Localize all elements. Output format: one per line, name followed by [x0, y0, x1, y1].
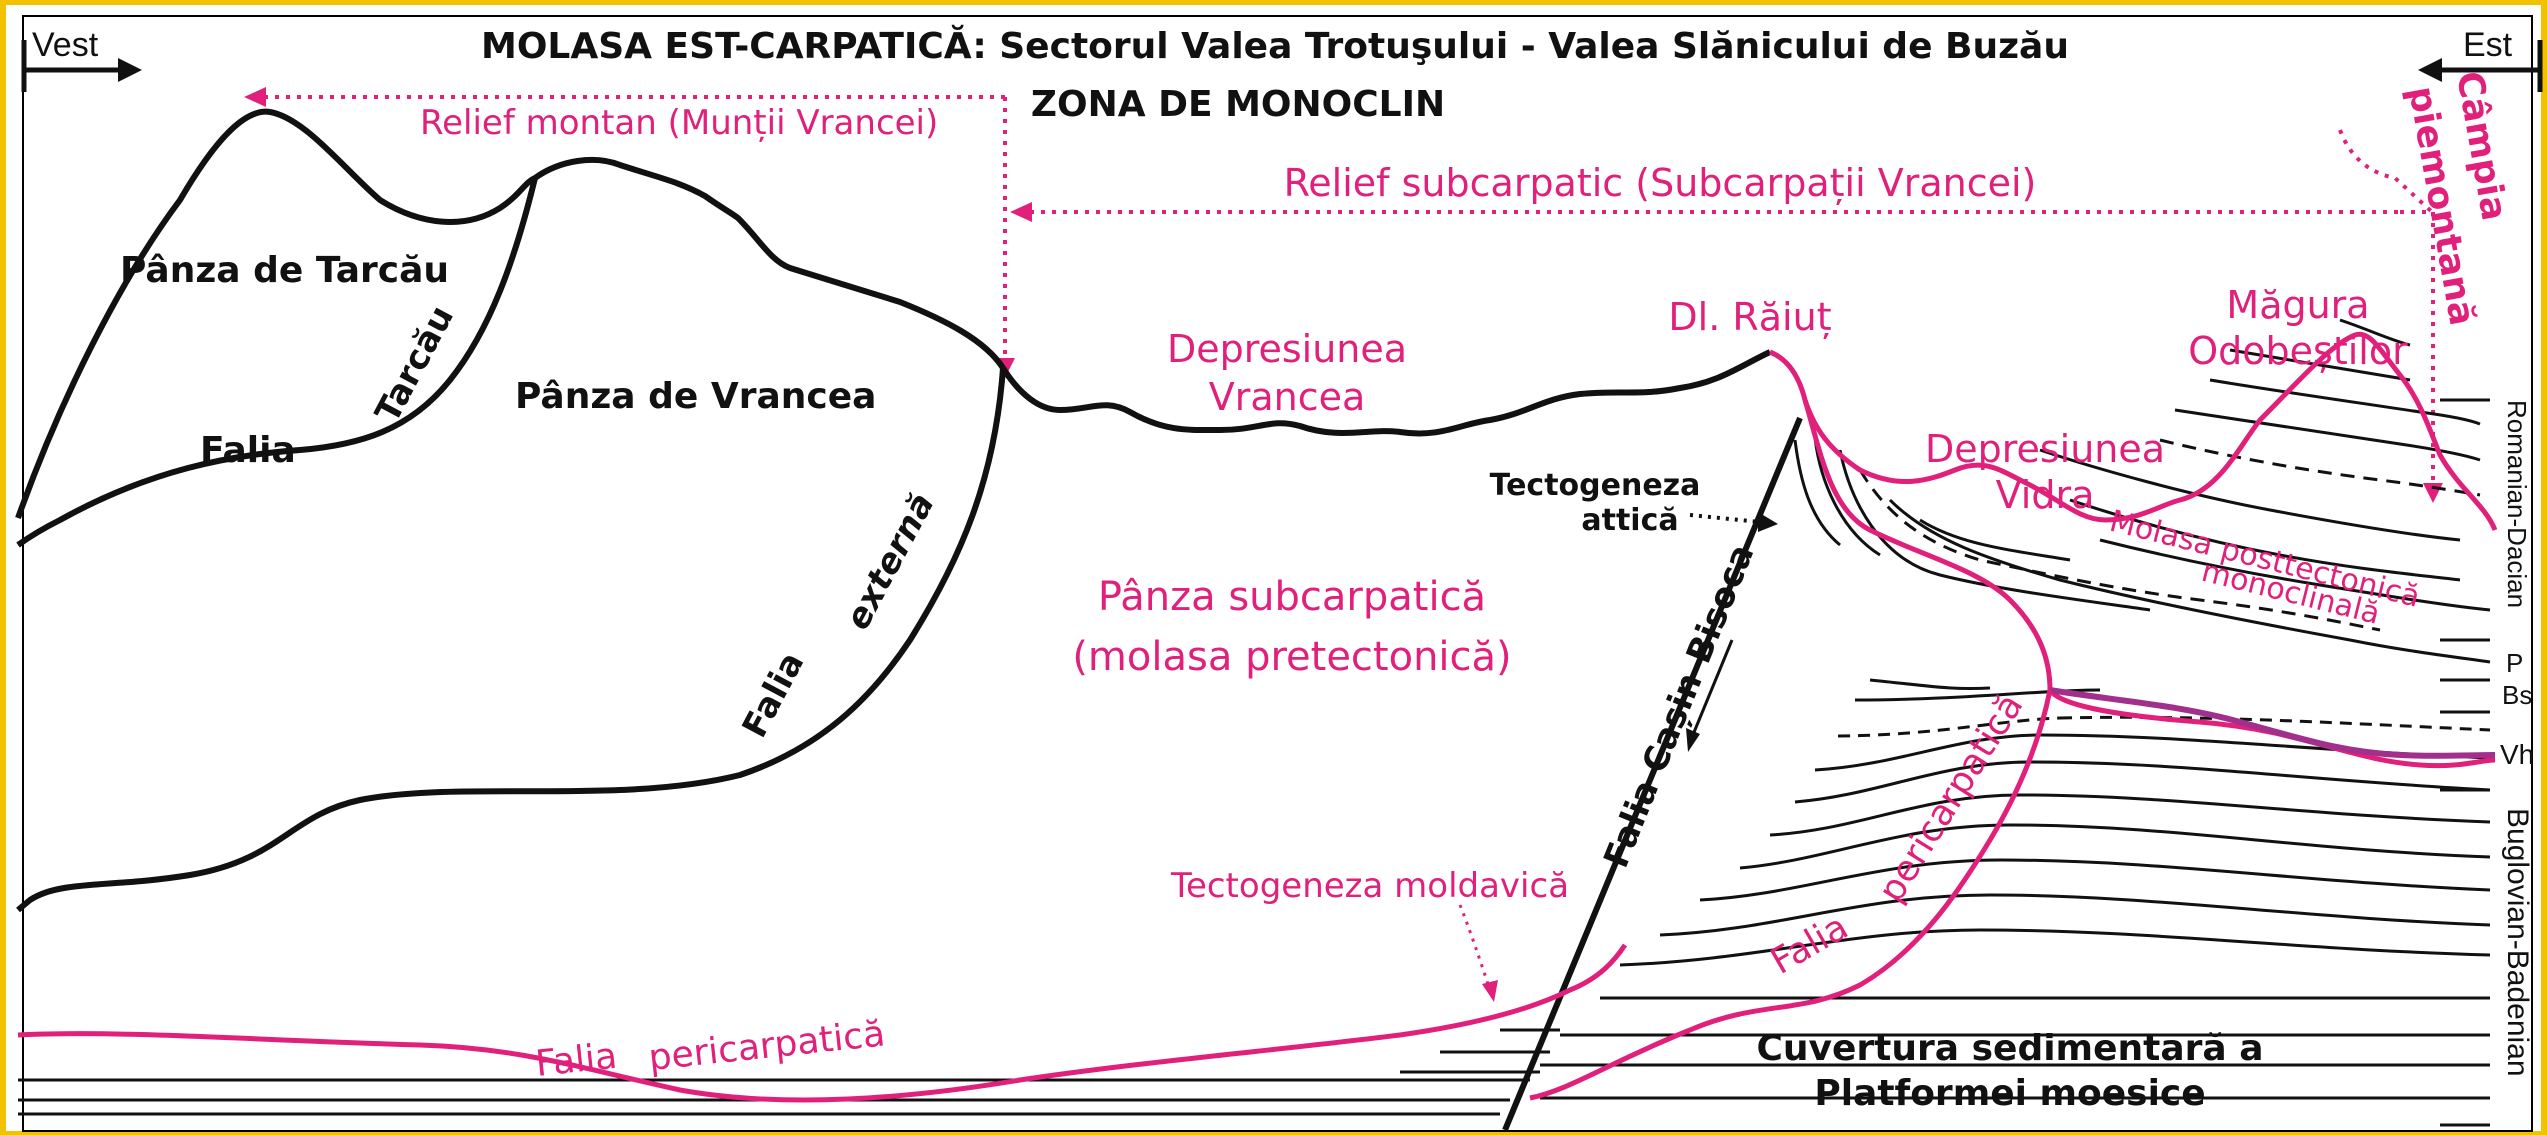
falia-pericarpatica-bottom-label-2: pericarpatică — [647, 1013, 887, 1079]
panza-tarcau-label: Pânza de Tarcău — [120, 250, 449, 291]
molasse-strata — [1793, 318, 2491, 664]
east-label: Est — [2463, 26, 2513, 64]
tectogeneza-moldavica-label: Tectogeneza moldavică — [1170, 866, 1569, 906]
strat-bs: Bs — [2502, 680, 2532, 710]
magura-label-2: Odobeștilor — [2188, 329, 2408, 373]
panza-subcarpatica-label-2: (molasa pretectonică) — [1072, 634, 1511, 680]
relief-montan-arrowhead — [244, 87, 266, 107]
falia-pericarpatica-right-label-1: Falia — [1764, 907, 1855, 983]
strat-p: P — [2506, 648, 2523, 678]
west-label: Vest — [32, 26, 99, 64]
platform-strata — [18, 996, 2490, 1116]
east-arrow — [2418, 40, 2543, 92]
pericarpathian-fault-bottom — [17, 943, 1628, 1103]
falia-casin-bisoca-label: Falia Cașin-Bisoca — [1596, 539, 1762, 874]
falia-pericarpatica-right-label-2: pericarpatică — [1871, 687, 2032, 910]
diagram-subtitle: ZONA DE MONOCLIN — [1031, 84, 1445, 125]
depresiunea-vrancea-label-1: Depresiunea — [1167, 327, 1407, 371]
cuvertura-label-1: Cuvertura sedimentară a — [1757, 1028, 2264, 1069]
stratigraphic-column — [2440, 398, 2490, 1127]
tarcau-fault — [16, 177, 538, 548]
foreland-strata — [1619, 678, 2491, 967]
relief-subcarpatic-arrow — [1030, 210, 2435, 485]
vh-horizon — [2049, 687, 2496, 759]
tectogeneza-moldavica-arrowhead — [1482, 980, 1498, 1002]
tectogeneza-attica-label-2: attică — [1581, 503, 1678, 538]
subcarpathian-surface — [1000, 349, 1772, 437]
pericarpathian-fault-right — [1529, 689, 2053, 1101]
west-arrow — [21, 40, 142, 92]
relief-montan-arrow — [265, 95, 1007, 360]
vidra-profile — [1768, 331, 2498, 531]
depresiunea-vidra-label-2: Vidra — [1996, 473, 2095, 517]
strat-romanian-dacian: Romanian-Dacian — [2502, 400, 2532, 608]
strat-vh: Vh — [2500, 739, 2534, 770]
casin-bisoca-fault — [1502, 416, 1803, 1132]
casin-bisoca-slip-arrow — [1688, 639, 1734, 743]
relief-montan-label: Relief montan (Munții Vrancei) — [420, 103, 938, 143]
casin-bisoca-slip-head — [1686, 728, 1700, 752]
magura-label-1: Măgura — [2226, 283, 2369, 327]
external-fault — [16, 367, 1006, 913]
strat-buglovian-badenian: Buglovian-Badenian — [2501, 808, 2534, 1077]
falia-tarcau-label-2: Tarcău — [368, 299, 462, 429]
tectogeneza-attica-label-1: Tectogeneza — [1490, 468, 1701, 503]
tectogeneza-moldavica-pointer — [1458, 904, 1492, 991]
depresiunea-vrancea-label-2: Vrancea — [1209, 375, 1366, 419]
tectogeneza-attica-pointer — [1689, 513, 1761, 524]
falia-tarcau-label-1: Falia — [200, 430, 296, 471]
panza-vrancea-label: Pânza de Vrancea — [515, 376, 876, 417]
relief-subcarpatic-label: Relief subcarpatic (Subcarpații Vrancei) — [1284, 161, 2037, 205]
diagram-title: MOLASA EST-CARPATICĂ: Sectorul Valea Tro… — [481, 24, 2069, 67]
falia-externa-label-1: Falia — [735, 646, 813, 745]
panza-subcarpatica-label-1: Pânza subcarpatică — [1098, 574, 1486, 620]
relief-subcarpatic-left-arrowhead — [1010, 202, 1032, 222]
cuvertura-label-2: Platformei moesice — [1814, 1073, 2205, 1114]
falia-pericarpatica-bottom-label-1: Falia — [534, 1036, 619, 1085]
mountain-profile — [15, 108, 1006, 520]
dl-raiut-label: Dl. Răiuț — [1668, 295, 1831, 339]
tectogeneza-attica-arrowhead — [1758, 512, 1778, 532]
depresiunea-vidra-label-1: Depresiunea — [1925, 427, 2165, 471]
diagram-canvas — [22, 15, 2533, 1132]
